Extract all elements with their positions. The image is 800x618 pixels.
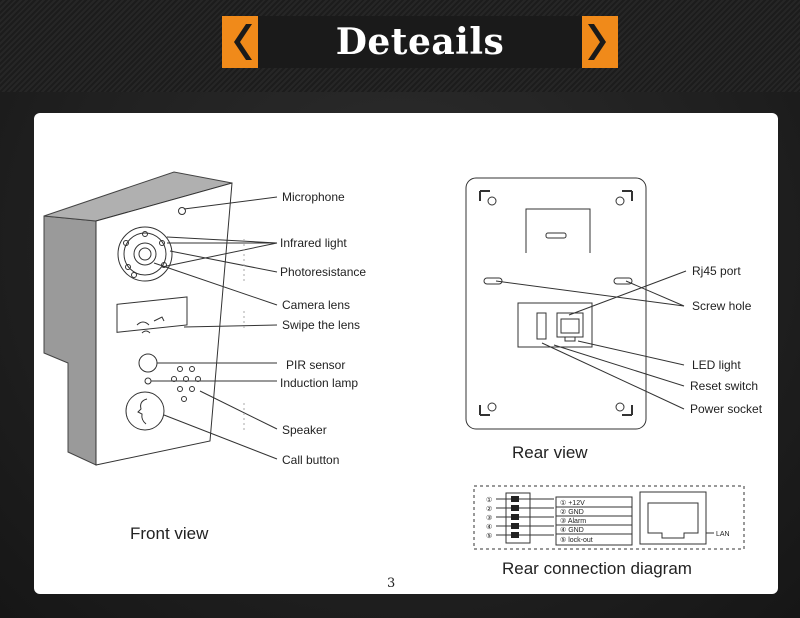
label-reset-switch: Reset switch — [690, 379, 758, 393]
label-microphone: Microphone — [282, 190, 345, 204]
device-side-face — [43, 215, 97, 466]
call-button — [125, 391, 165, 431]
diagram-panel: Microphone Infrared light Photoresistanc… — [34, 113, 778, 594]
left-chevron-icon — [222, 16, 258, 68]
connection-diagram-frame — [473, 485, 745, 550]
screw-hole-right — [613, 277, 633, 285]
pin-row-3: ③ Alarm — [560, 517, 586, 525]
front-leader-lines — [151, 196, 278, 460]
caption-front-view: Front view — [130, 524, 209, 543]
label-call-button: Call button — [282, 453, 339, 467]
swipe-window — [116, 296, 188, 333]
pin-number-2: ② — [486, 505, 492, 513]
label-led-light: LED light — [692, 358, 741, 372]
pin-row-1: ① +12V — [560, 499, 585, 507]
lan-port — [639, 491, 707, 545]
label-power-socket: Power socket — [690, 402, 763, 416]
camera-module — [117, 226, 173, 282]
caption-rear-connection-diagram: Rear connection diagram — [502, 559, 692, 578]
mount-bracket — [525, 208, 591, 253]
connection-diagram — [473, 485, 745, 550]
screw-hole-left — [483, 277, 503, 285]
label-photoresistance: Photoresistance — [280, 265, 366, 279]
pin-row-2: ② GND — [560, 508, 584, 516]
rear-device-illustration — [465, 177, 687, 430]
face-icon — [137, 398, 148, 425]
rear-leader-lines — [495, 270, 687, 410]
pin-number-3: ③ — [486, 514, 492, 522]
label-pir-sensor: PIR sensor — [286, 358, 345, 372]
label-speaker: Speaker — [282, 423, 327, 437]
right-chevron-icon — [582, 16, 618, 68]
microphone-hole — [178, 207, 186, 215]
page-title: Deteails — [335, 21, 505, 63]
label-swipe-the-lens: Swipe the lens — [282, 318, 360, 332]
pin-row-5: ⑤ lock-out — [560, 536, 593, 544]
front-device-illustration — [43, 171, 278, 466]
pin-number-5: ⑤ — [486, 532, 492, 540]
pin-row-4: ④ GND — [560, 526, 584, 534]
connector-area — [517, 302, 593, 348]
label-infrared-light: Infrared light — [280, 236, 347, 250]
label-screw-hole: Screw hole — [692, 299, 752, 313]
label-camera-lens: Camera lens — [282, 298, 350, 312]
page-number: 3 — [387, 576, 395, 591]
device-front-face — [95, 182, 233, 466]
caption-rear-view: Rear view — [512, 443, 588, 462]
title-banner: Deteails — [222, 16, 618, 68]
pin-number-4: ④ — [486, 523, 492, 531]
label-rj45-port: Rj45 port — [692, 264, 741, 278]
lan-label: LAN — [716, 531, 730, 538]
camera-lens — [133, 242, 157, 266]
pin-number-1: ① — [486, 496, 492, 504]
label-induction-lamp: Induction lamp — [280, 376, 358, 390]
